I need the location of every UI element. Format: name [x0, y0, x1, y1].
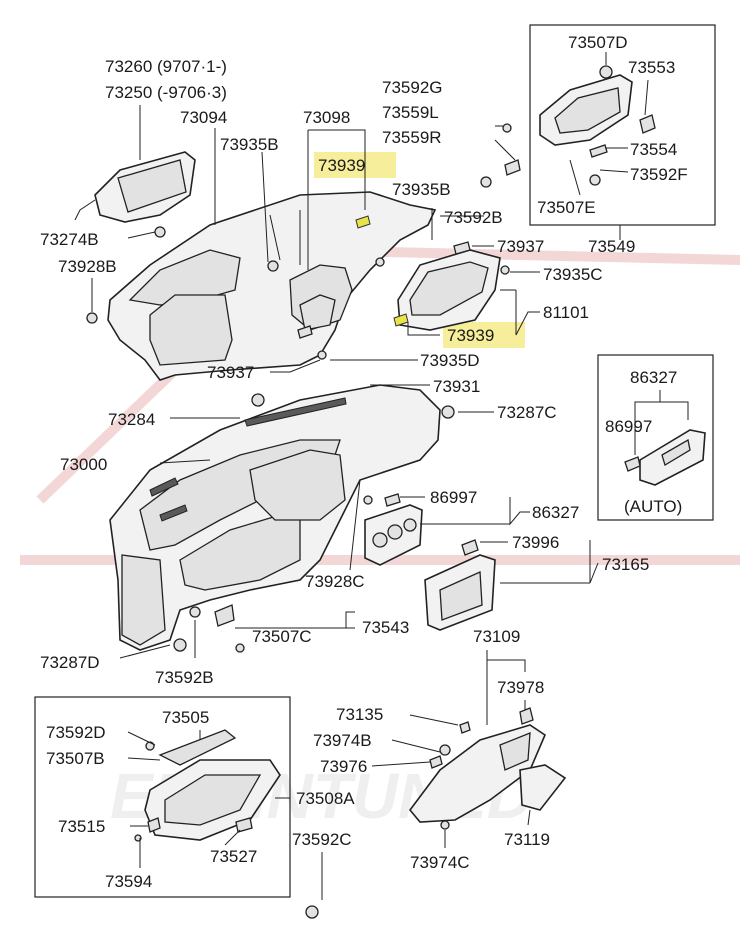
label-73996: 73996: [512, 533, 559, 552]
ac-control-panel: [364, 504, 423, 566]
label-73937-b: 73937: [207, 363, 254, 382]
label-73260: 73260 (9707·1-): [105, 57, 227, 76]
label-73165: 73165: [602, 555, 649, 574]
label-81101: 81101: [543, 303, 589, 322]
label-73935d: 73935D: [420, 351, 480, 370]
label-73109: 73109: [473, 627, 520, 646]
label-73976: 73976: [320, 757, 367, 776]
label-73527: 73527: [210, 847, 257, 866]
label-86327-b: 86327: [630, 368, 677, 387]
label-73287c: 73287C: [497, 403, 557, 422]
label-73284: 73284: [108, 410, 155, 429]
label-73274b: 73274B: [40, 230, 99, 249]
center-bezel: [424, 554, 496, 631]
label-73119: 73119: [504, 830, 550, 849]
label-86327-a: 86327: [532, 503, 579, 522]
label-73592c: 73592C: [292, 830, 352, 849]
label-73935b-a: 73935B: [220, 135, 279, 154]
part-labels: 73260 (9707·1-) 73250 (-9706·3) 73094 73…: [40, 33, 688, 891]
label-73974c: 73974C: [410, 853, 470, 872]
label-73592d: 73592D: [46, 723, 106, 742]
label-73592f: 73592F: [630, 165, 688, 184]
label-86997-b: 86997: [605, 417, 652, 436]
label-auto: (AUTO): [624, 497, 682, 516]
instrument-panel-main: [109, 384, 441, 651]
label-73559l: 73559L: [382, 103, 439, 122]
label-73939-top: 73939: [318, 156, 365, 175]
label-73553: 73553: [628, 58, 675, 77]
label-73594: 73594: [105, 872, 152, 891]
label-73592b-a: 73592B: [444, 208, 503, 227]
inset-glovebox: [34, 696, 291, 898]
inset-box-glovebox: [34, 696, 291, 898]
label-73592b-b: 73592B: [155, 668, 214, 687]
label-73507b: 73507B: [46, 749, 105, 768]
inset-box-73549: [529, 24, 716, 226]
label-73928c: 73928C: [305, 572, 365, 591]
label-73935c: 73935C: [543, 265, 603, 284]
label-73000: 73000: [60, 455, 107, 474]
inset-73549: [529, 24, 716, 226]
label-73508a: 73508A: [296, 789, 355, 808]
label-73974b: 73974B: [313, 731, 372, 750]
label-73507e: 73507E: [537, 198, 596, 217]
highlight-73939-mid: [443, 322, 525, 348]
label-73507d: 73507D: [568, 33, 628, 52]
label-73543: 73543: [362, 618, 409, 637]
label-73592g: 73592G: [382, 78, 443, 97]
label-73287d: 73287D: [40, 653, 100, 672]
label-73937-a: 73937: [497, 237, 544, 256]
lower-lid-81101: [397, 249, 501, 331]
highlight-73939-top: [314, 152, 396, 178]
label-73505: 73505: [162, 708, 209, 727]
label-73978: 73978: [497, 678, 544, 697]
label-73515: 73515: [58, 817, 105, 836]
inset-box-auto: [597, 354, 714, 521]
label-73250: 73250 (-9706·3): [105, 83, 227, 102]
label-73135: 73135: [336, 705, 383, 724]
label-73939-mid: 73939: [447, 326, 494, 345]
label-73554: 73554: [630, 140, 677, 159]
label-73098: 73098: [303, 108, 350, 127]
label-73935b-b: 73935B: [392, 180, 451, 199]
leader-lines: [91, 52, 689, 900]
label-73094: 73094: [180, 108, 227, 127]
fasteners: [86, 123, 641, 919]
label-73549: 73549: [588, 237, 635, 256]
airbag-module: [74, 151, 196, 223]
lower-panel-73109: [408, 724, 567, 823]
label-73507c: 73507C: [252, 627, 312, 646]
label-73928b: 73928B: [58, 257, 117, 276]
label-73931: 73931: [433, 377, 480, 396]
instrument-panel-upper-cover: [107, 191, 437, 381]
label-86997-a: 86997: [430, 488, 477, 507]
label-73559r: 73559R: [382, 128, 442, 147]
inset-auto: [597, 354, 714, 521]
